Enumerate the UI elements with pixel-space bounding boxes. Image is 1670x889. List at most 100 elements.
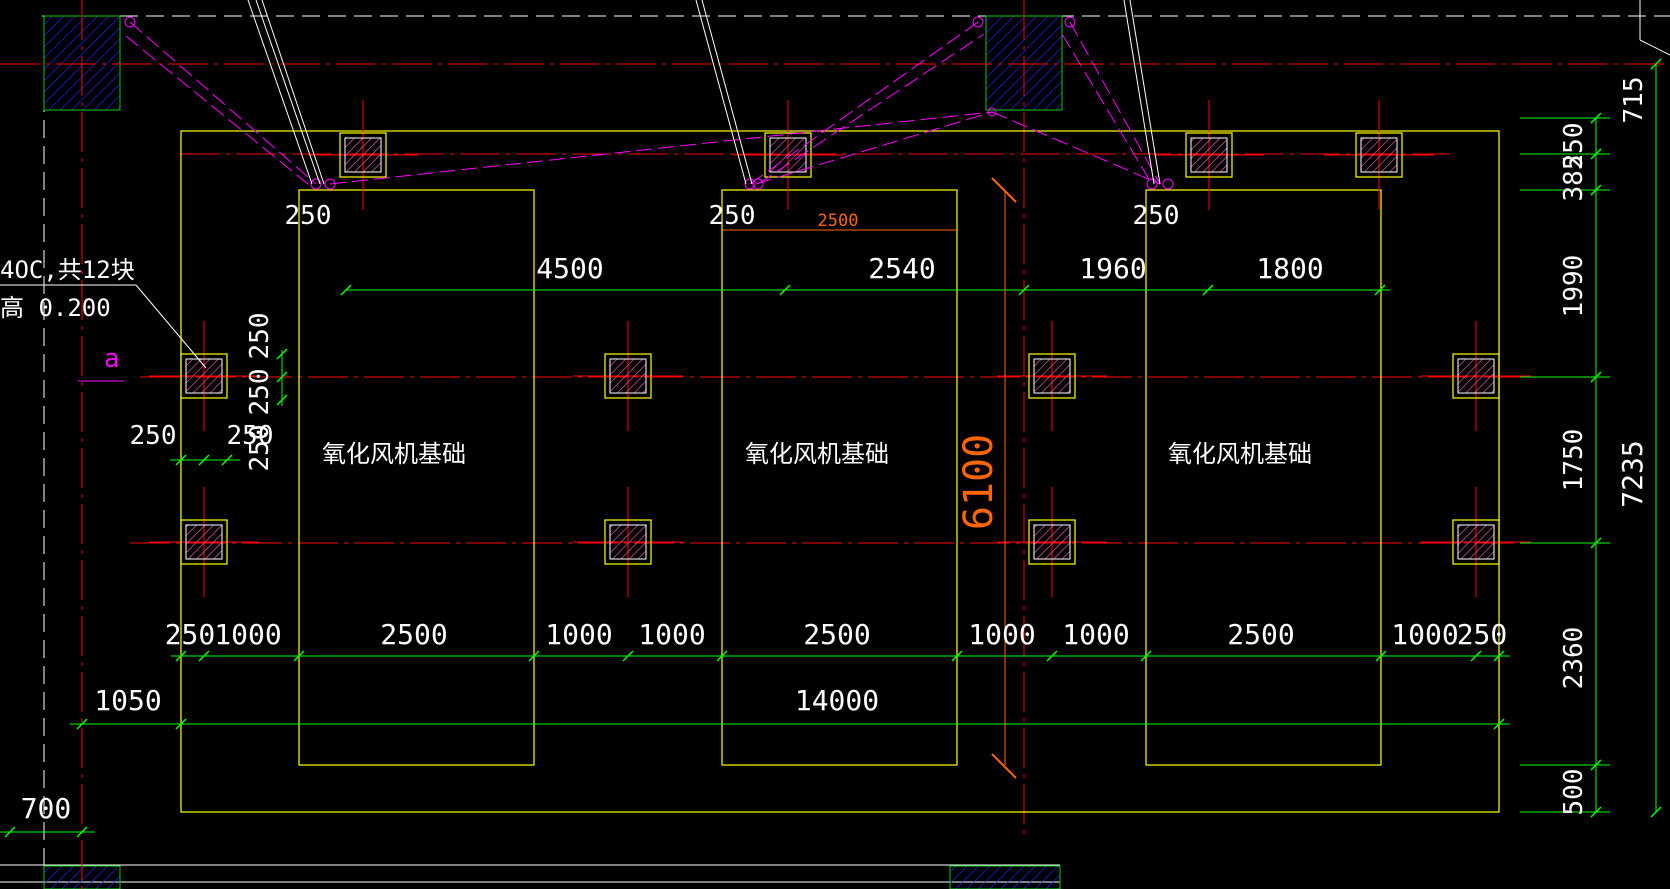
- dim-tick: [276, 348, 288, 360]
- bracing-line: [755, 111, 993, 185]
- orange-dim-2500: 2500: [818, 211, 859, 231]
- dim-tick: [175, 718, 187, 730]
- foundation-label-2: 氧化风机基础: [745, 440, 889, 468]
- dim-bottom-3: 1000: [545, 618, 612, 651]
- dim-right-715: 715: [1619, 77, 1649, 124]
- dim-tick: [1375, 650, 1387, 662]
- bracing-node: [752, 178, 764, 190]
- dim-1960: 1960: [1079, 252, 1146, 285]
- column-hatch: [609, 524, 647, 560]
- dim-right-1990: 1990: [1559, 255, 1589, 318]
- dim-bottom-9: 1000: [1391, 618, 1458, 651]
- leader-note-pointer: [135, 284, 207, 369]
- column-outline: [1452, 353, 1500, 399]
- dim-tick: [76, 718, 88, 730]
- dim-right-7235: 7235: [1616, 440, 1649, 507]
- bracing-line: [129, 21, 317, 185]
- dim-right-250: 250: [1559, 123, 1589, 170]
- dim-bottom-2: 2500: [380, 618, 447, 651]
- dim-tick: [1140, 650, 1152, 662]
- orange-dim-tick: [991, 177, 1017, 203]
- dim-left-vert-3: 250: [245, 425, 275, 472]
- dim-tick: [1650, 58, 1662, 70]
- column-outline: [1355, 132, 1403, 178]
- leader-line: [261, 0, 325, 185]
- bracing-line: [749, 21, 979, 185]
- dim-250-top-1: 250: [285, 201, 332, 231]
- column-outline: [764, 132, 812, 178]
- axis-marker-a: a: [104, 344, 120, 374]
- leader-line: [255, 0, 321, 185]
- column-outline: [180, 353, 228, 399]
- dim-tick: [1470, 650, 1482, 662]
- dim-tick: [198, 650, 210, 662]
- column-hatch: [1457, 524, 1495, 560]
- column-hatch: [1360, 137, 1398, 173]
- leader-line: [1123, 0, 1155, 185]
- dim-1050: 1050: [94, 684, 161, 717]
- bracing-node: [1064, 16, 1076, 28]
- bracing-node: [310, 178, 322, 190]
- dim-left-vert-2: 250: [245, 369, 275, 416]
- dim-tick: [175, 454, 187, 466]
- bracing-lines: [124, 16, 1174, 190]
- bracing-node: [972, 16, 984, 28]
- dim-tick: [528, 650, 540, 662]
- leader-line: [247, 0, 313, 185]
- bracing-line: [329, 111, 993, 185]
- dim-right-500: 500: [1559, 769, 1589, 816]
- dim-tick: [276, 394, 288, 406]
- fan-foundation-2: [721, 189, 958, 766]
- column-hatch: [609, 358, 647, 394]
- bracing-node: [324, 178, 336, 190]
- column-hatch: [769, 137, 807, 173]
- bracing-line: [991, 111, 1161, 185]
- dim-left-vert-1: 250: [245, 313, 275, 360]
- dim-bottom-7: 1000: [1062, 618, 1129, 651]
- leader-line: [701, 0, 753, 185]
- bracing-line: [1069, 21, 1161, 185]
- column-outline: [339, 132, 387, 178]
- outer-foundation-outline: [180, 130, 1500, 813]
- dim-tick: [1374, 284, 1386, 296]
- bracing-line: [757, 33, 985, 185]
- column-outline: [1452, 519, 1500, 565]
- dim-bottom-4: 1000: [638, 618, 705, 651]
- dim-bottom-6: 1000: [968, 618, 1035, 651]
- bracing-node: [1146, 178, 1158, 190]
- wall-edge-right-slant: [1639, 39, 1670, 56]
- dimension-texts: 250 250 250 4500 2540 1960 1800 250 250 …: [21, 77, 1649, 825]
- dim-tick: [951, 650, 963, 662]
- foundation-label-1: 氧化风机基础: [322, 440, 466, 468]
- dim-bottom-8: 2500: [1227, 618, 1294, 651]
- leader-lines-top: [247, 0, 1161, 185]
- dim-700: 700: [21, 792, 72, 825]
- column-hatch: [185, 524, 223, 560]
- dim-4500: 4500: [536, 252, 603, 285]
- dim-tick: [198, 454, 210, 466]
- dim-tick: [1202, 284, 1214, 296]
- foundation-label-3: 氧化风机基础: [1168, 440, 1312, 468]
- column-outline: [604, 353, 652, 399]
- column-hatch: [1033, 358, 1071, 394]
- dim-tick: [622, 650, 634, 662]
- fan-foundation-3: [1145, 189, 1382, 766]
- dim-tick: [293, 650, 305, 662]
- dim-tick: [1493, 650, 1505, 662]
- bracing-node: [1162, 178, 1174, 190]
- orange-dim-6100: 6100: [956, 434, 1002, 530]
- dim-tick: [1650, 806, 1662, 818]
- orange-dimensions: 2500 6100: [722, 177, 1017, 779]
- dim-left-h-1: 250: [130, 421, 177, 451]
- dim-right-385: 385: [1559, 155, 1589, 202]
- dim-1800: 1800: [1256, 252, 1323, 285]
- bracing-line: [1061, 33, 1153, 185]
- dim-tick: [4, 826, 16, 838]
- column-outline: [1185, 132, 1233, 178]
- dim-bottom-0: 250: [165, 618, 216, 651]
- dim-tick: [1046, 650, 1058, 662]
- dim-14000: 14000: [795, 684, 879, 717]
- dim-left-h-2: 250: [227, 421, 274, 451]
- column-outline: [180, 519, 228, 565]
